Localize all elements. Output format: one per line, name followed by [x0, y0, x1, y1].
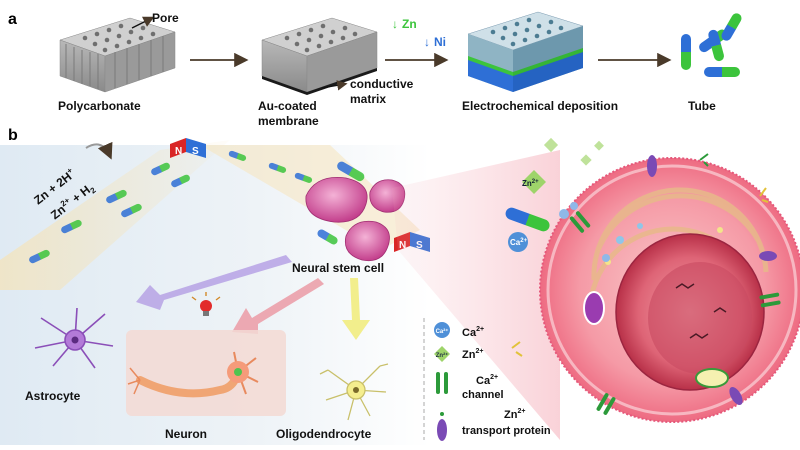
- zoom-cone: [392, 150, 560, 440]
- neuron-box: [126, 330, 286, 416]
- membrane-label-1: Au-coated: [258, 99, 317, 113]
- deposition-label: Electrochemical deposition: [462, 99, 618, 113]
- svg-text:S: S: [192, 146, 199, 157]
- zoomed-cell: [539, 157, 800, 423]
- pore-label: Pore: [152, 11, 179, 25]
- arrow-to-astrocyte: [136, 255, 292, 310]
- svg-text:Ca2+: Ca2+: [510, 238, 528, 247]
- panel-b-tubes: [29, 150, 365, 264]
- legend-zn-icon: Zn²⁺: [434, 346, 450, 362]
- zn-label: Zn: [402, 17, 417, 31]
- legend-channel-icon: [436, 372, 448, 394]
- legend-transport-1: Zn2+: [504, 408, 525, 421]
- svg-text:Ca²⁺: Ca²⁺: [436, 328, 449, 335]
- cell-ca-tag: Ca2+: [508, 232, 528, 252]
- tube-label: Tube: [688, 99, 716, 113]
- oligo-label: Oligodendrocyte: [276, 427, 372, 441]
- svg-text:Zn2+: Zn2+: [522, 179, 539, 188]
- legend-channel-2: channel: [462, 389, 504, 401]
- membrane-block: [261, 17, 378, 95]
- legend-ca-label: Ca2+: [462, 326, 484, 339]
- polycarbonate-label: Polycarbonate: [58, 99, 141, 113]
- panel-a-label: a: [8, 11, 17, 28]
- deposition-block: [467, 11, 584, 92]
- ions: [511, 137, 769, 357]
- ni-label: Ni: [434, 35, 446, 49]
- nsc-label: Neural stem cell: [292, 261, 384, 275]
- astrocyte-cell: [34, 307, 114, 369]
- oligo-cell: [319, 363, 389, 421]
- astrocyte-label: Astrocyte: [25, 389, 81, 403]
- legend-channel-1: Ca2+: [476, 374, 498, 387]
- svg-text:N: N: [175, 146, 182, 157]
- legend-transport-icon: [437, 412, 447, 441]
- neuron-cell: [127, 351, 259, 398]
- beam-left: [0, 140, 230, 290]
- conductive-label-2: matrix: [350, 92, 386, 106]
- magnet-top: N S: [170, 138, 206, 158]
- zn-arrow: ↓: [392, 17, 398, 31]
- membrane-proteins: [569, 155, 781, 415]
- arrow-to-oligo: [342, 278, 370, 340]
- conductive-label-1: conductive: [350, 77, 414, 91]
- ni-arrow: ↓: [424, 35, 430, 49]
- membrane-label-2: membrane: [258, 114, 319, 128]
- legend-ca-icon: Ca²⁺: [434, 322, 450, 338]
- polycarbonate-block: [59, 17, 176, 93]
- cell-tube: [505, 207, 550, 232]
- panel-b-label: b: [8, 127, 18, 144]
- pore-pointer: [131, 16, 155, 29]
- svg-text:Zn²⁺: Zn²⁺: [436, 352, 449, 359]
- cell-zn-tag: Zn2+: [522, 170, 546, 194]
- legend-transport-2: transport protein: [462, 425, 551, 437]
- conductive-pointer: [321, 80, 348, 91]
- bulb-icon: [191, 292, 221, 316]
- arrow-to-neuron: [232, 278, 324, 334]
- tubes-group: [681, 13, 742, 77]
- reaction-cycle-arrow: [85, 141, 113, 160]
- legend: Ca²⁺ Ca2+ Zn²⁺ Zn2+ Ca2+ channel Zn2+ tr…: [434, 322, 551, 441]
- legend-zn-label: Zn2+: [462, 348, 483, 361]
- neuron-label: Neuron: [165, 427, 207, 441]
